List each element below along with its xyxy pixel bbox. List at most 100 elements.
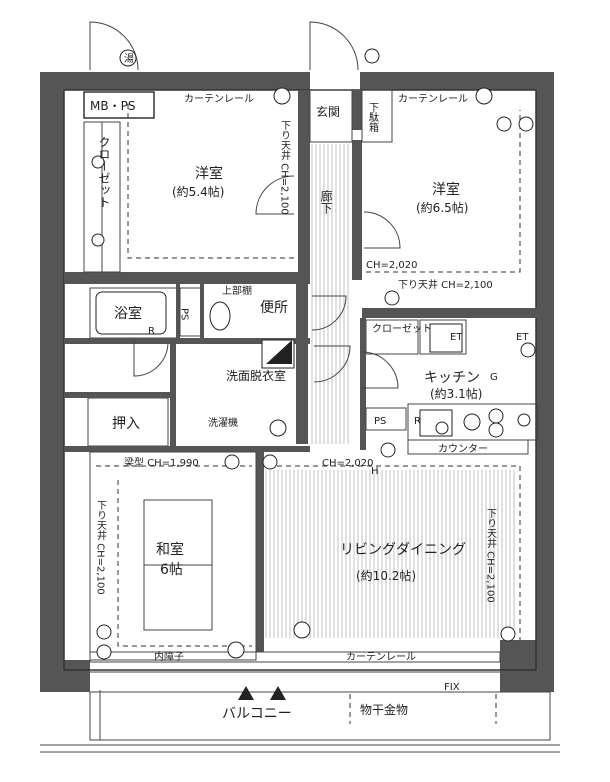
label-fix: FIX	[444, 682, 460, 693]
dash-washitsu	[117, 480, 252, 647]
label-room1-ceiling: 下り天井 CH=2,100	[279, 120, 291, 215]
wall-kitchen-left	[360, 318, 366, 450]
label-balcony: バルコニー	[222, 706, 292, 722]
door-wash	[313, 345, 351, 383]
dash-living	[268, 465, 521, 640]
label-living-size: (約10.2帖)	[356, 568, 416, 583]
washbasin	[261, 339, 295, 369]
closet-left-detail	[83, 121, 121, 273]
label-icon-r1: R	[148, 326, 155, 337]
outlet-icon-washitsu-left	[96, 624, 112, 640]
label-ch-2020-mid: CH=2,020	[322, 458, 374, 469]
wall-washitsu-living	[256, 452, 264, 652]
outer-walls	[40, 72, 554, 692]
label-wash: 洗面脱衣室	[226, 368, 286, 383]
burner-3	[488, 422, 504, 438]
outlet-icon-sink	[435, 421, 449, 435]
label-toilet: 便所	[260, 300, 288, 316]
outlet-icon-entrance	[364, 48, 380, 64]
door-kitchen	[361, 351, 399, 389]
outlet-icons	[91, 48, 536, 660]
triangle-marker-2	[270, 686, 286, 700]
wall-right	[536, 72, 554, 692]
labels: MB・PS 湯 カーテンレール カーテンレール カーテンレール 玄関 下駄箱 洋…	[90, 52, 529, 722]
sink	[419, 409, 453, 437]
label-ps2: PS	[374, 416, 386, 427]
door-room2	[363, 211, 401, 249]
outlet-icon-washitsu	[224, 454, 240, 470]
washitsu-box	[89, 451, 257, 661]
outlet-icon-room1	[273, 87, 291, 105]
label-room2-name: 洋室	[432, 181, 460, 198]
wall-top-left	[40, 72, 308, 90]
label-genkan: 玄関	[316, 104, 340, 119]
outlet-icon-washitsu-bottom	[227, 641, 245, 659]
label-washitsu-ceiling: 下り天井 CH=2,100	[95, 500, 107, 595]
label-beam: 梁型 CH=1,990	[124, 456, 199, 469]
washbasin-mirror	[266, 340, 292, 364]
label-living-name: リビングダイニング	[340, 542, 466, 558]
wall-bottom-left	[40, 660, 90, 692]
ps2-box	[365, 407, 407, 431]
toilet-bowl	[209, 301, 231, 331]
outlet-icon-room2b	[496, 116, 512, 132]
label-washitsu-size: 6帖	[160, 562, 183, 578]
wall-room2-bottom	[362, 308, 538, 318]
door-room1	[255, 175, 295, 215]
label-living-ceiling: 下り天井 CH=2,100	[485, 508, 497, 603]
label-yu: 湯	[124, 52, 134, 65]
wall-wash-right	[296, 284, 308, 444]
label-upper-shelf: 上部棚	[222, 284, 252, 297]
wall-hall-room2-a	[352, 90, 362, 130]
outlet-icon-washitsu-left2	[96, 644, 112, 660]
label-icon-et1: ET	[450, 332, 463, 343]
label-icon-et2: ET	[516, 332, 529, 343]
outlet-icon-kitchen	[520, 342, 536, 358]
label-uchishoji: 内障子	[154, 650, 184, 663]
outlet-icon-living-right	[500, 626, 516, 642]
label-room2-ceiling: 下り天井 CH=2,100	[398, 278, 493, 291]
floor-hatch-hallway	[311, 144, 349, 444]
outlet-icon-living-bottom	[293, 621, 311, 639]
label-icon-g: G	[490, 372, 498, 383]
interior-walls	[63, 89, 539, 673]
wall-bath-bottom	[64, 338, 310, 344]
label-curtain-right: カーテンレール	[398, 93, 468, 105]
outlet-icon-living	[262, 454, 278, 470]
outlet-icon-closet2	[91, 233, 105, 247]
label-icon-h: H	[371, 466, 379, 477]
burner-1	[463, 413, 481, 431]
outlet-icon-counter	[380, 442, 396, 458]
wall-top-mid	[296, 72, 310, 90]
wall-left	[40, 72, 64, 692]
label-hallway: 廊下	[319, 189, 333, 214]
wall-room1-bottom	[64, 272, 310, 284]
bathtub-shape	[95, 291, 167, 335]
wall-top-mid2	[360, 72, 374, 90]
door-bath	[133, 341, 169, 377]
label-ps1: PS	[179, 308, 190, 320]
triangle-marker-1	[238, 686, 254, 700]
outlet-icon-room2d	[384, 290, 400, 306]
label-kitchen-size: (約3.1帖)	[430, 386, 482, 401]
label-washitsu-name: 和室	[156, 541, 184, 558]
wall-washitsu-top	[64, 446, 310, 452]
shoebox-box	[361, 89, 393, 143]
wall-top-right	[362, 72, 552, 90]
label-room1-name: 洋室	[195, 165, 223, 182]
label-drying-rack: 物干金物	[360, 702, 408, 717]
fridge-outline	[429, 323, 463, 353]
dash-room1	[127, 104, 294, 259]
label-room2-size: (約6.5帖)	[416, 200, 468, 215]
label-curtain-left: カーテンレール	[184, 93, 254, 105]
outlet-icon-room2c	[518, 116, 534, 132]
label-shoes-box: 下駄箱	[367, 102, 379, 133]
wall-ps-toilet	[200, 284, 204, 342]
wall-room1-hall	[298, 90, 310, 280]
door-entrance	[309, 21, 359, 71]
door-mbps	[89, 21, 139, 71]
label-oshiire: 押入	[112, 416, 140, 432]
genkan-box	[309, 89, 353, 143]
counter-box	[407, 439, 529, 455]
